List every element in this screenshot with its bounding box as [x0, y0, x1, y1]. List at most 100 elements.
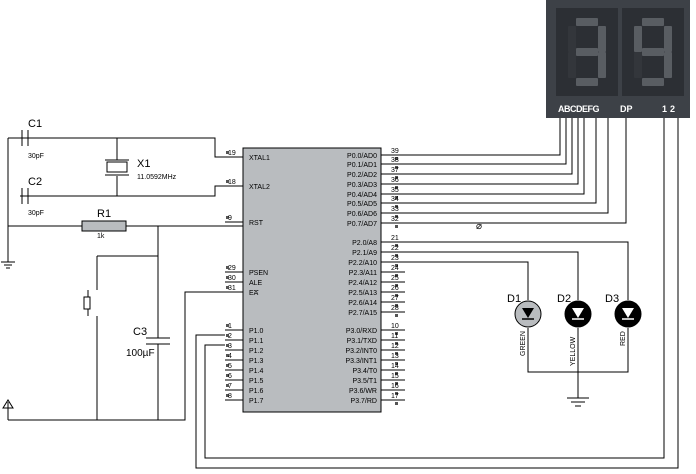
crystal-x1[interactable]: [106, 161, 128, 173]
x1-value: 11.0592MHz: [137, 174, 177, 181]
led-d2[interactable]: [564, 300, 592, 328]
pin-marker: [226, 354, 229, 357]
mcu-pin-number: 15: [391, 373, 399, 380]
mcu-pin-label: P1.6: [249, 388, 264, 395]
mcu-pin-label: P2.0/A8: [352, 240, 377, 247]
mcu-pin-number: 2: [228, 333, 232, 340]
mcu-right-pins: 39P0.0/AD038P0.1/AD137P0.2/AD236P0.3/AD3…: [345, 148, 405, 405]
display-pin-wires: [195, 118, 679, 469]
diode-symbol: [622, 308, 634, 318]
pin-marker: [395, 176, 398, 179]
mcu-pin-number: 7: [228, 383, 232, 390]
pin-marker: [395, 352, 398, 355]
mcu-pin-label: P1.5: [249, 378, 264, 385]
mcu-pin-label: P2.3/A11: [349, 270, 377, 277]
mcu-pin-label: P1.0: [249, 328, 264, 335]
d3-ref: D3: [605, 293, 619, 305]
mcu-pin-label: P1.1: [249, 338, 264, 345]
reset-circuit: [1, 220, 243, 421]
c2-ref: C2: [28, 176, 42, 188]
segment-d: [642, 78, 664, 86]
mcu-pin-number: 34: [391, 196, 399, 203]
mcu-pin-label: XTAL2: [249, 184, 270, 191]
led-d1[interactable]: [514, 300, 542, 328]
mcu-pin-label: P0.4/AD4: [347, 192, 377, 199]
d3-value: RED: [620, 331, 627, 346]
mcu-pin-label: P3.1/TXD: [347, 338, 377, 345]
pin-marker: [226, 344, 229, 347]
reset-button[interactable]: [83, 296, 91, 310]
pin-marker: [226, 394, 229, 397]
pin-marker: [226, 334, 229, 337]
mcu-pin-label: P0.2/AD2: [347, 172, 377, 179]
mcu-pin-number: 26: [391, 285, 399, 292]
display-segment-labels: ABCDEFG: [558, 104, 599, 114]
pin-marker: [395, 225, 398, 228]
pin-marker: [395, 332, 398, 335]
pin-marker: [395, 314, 398, 317]
mcu-pin-number: 22: [391, 245, 399, 252]
display-dp-label: DP: [620, 104, 633, 114]
pin-marker: [226, 286, 229, 289]
mcu-pin-number: 36: [391, 177, 399, 184]
mcu-pin-number: 9: [228, 215, 232, 222]
pin-marker: [395, 196, 398, 199]
mcu-pin-number: 27: [391, 295, 399, 302]
led-d3[interactable]: [614, 300, 642, 328]
pin-marker: [395, 254, 398, 257]
mcu-pin-number: 25: [391, 275, 399, 282]
mcu-pin-label: P2.5/A13: [348, 290, 377, 297]
segment-c: [598, 52, 606, 78]
mcu-pin-label: EA: [249, 290, 259, 297]
segment-b: [598, 26, 606, 52]
mcu-pin-number: 16: [391, 383, 399, 390]
pin-marker: [395, 215, 398, 218]
segment-d: [576, 78, 598, 86]
resistor-r1[interactable]: [81, 220, 127, 232]
pin-marker: [226, 266, 229, 269]
seven-segment-display[interactable]: ABCDEFG DP 12: [546, 0, 690, 118]
mcu-pin-label: P3.2/INT0: [345, 348, 377, 355]
pin-marker: [395, 362, 398, 365]
crystal-circuit: [7, 130, 243, 262]
pin-marker: [395, 392, 398, 395]
mcu-pin-number: 6: [228, 373, 232, 380]
mcu-body[interactable]: [242, 147, 382, 413]
mcu-pin-label: P1.7: [249, 398, 264, 405]
pin-marker: [395, 157, 398, 160]
mcu-pin-label: P1.3: [249, 358, 264, 365]
d2-ref: D2: [557, 293, 571, 305]
mcu-pin-number: 24: [391, 265, 399, 272]
mcu-pin-label: P1.2: [249, 348, 264, 355]
pin-marker: [395, 264, 398, 267]
pin-marker: [226, 276, 229, 279]
mcu-left-pins: 19XTAL118XTAL29RST29PSEN30ALE31EA1P1.02P…: [225, 150, 270, 405]
display-digit-1: [568, 18, 606, 86]
diode-symbol: [522, 308, 534, 318]
mcu-pin-label: P3.7/RD: [351, 398, 377, 405]
mcu-pin-label: P0.0/AD0: [347, 153, 377, 160]
segment-g: [576, 48, 598, 56]
led-group: [514, 300, 642, 328]
mcu-pin-number: 13: [391, 353, 399, 360]
pin-marker: [395, 244, 398, 247]
mcu-pin-number: 18: [228, 179, 236, 186]
mcu-pin-number: 30: [228, 275, 236, 282]
mcu-pin-number: 14: [391, 363, 399, 370]
pin-marker: [226, 216, 229, 219]
mcu-pin-label: P2.2/A10: [348, 260, 377, 267]
mcu-pin-number: 32: [391, 216, 399, 223]
segment-f: [568, 26, 576, 52]
segment-f: [634, 26, 642, 52]
mcu-pin-number: 21: [391, 235, 399, 242]
mcu-pin-label: P3.0/RXD: [346, 328, 377, 335]
mcu-pin-number: 12: [391, 343, 399, 350]
mcu-pin-number: 10: [391, 323, 399, 330]
pin-marker: [395, 402, 398, 405]
mcu-pin-label: P1.4: [249, 368, 264, 375]
mcu-pin-label: P0.6/AD6: [347, 211, 377, 218]
mcu-pin-label: P0.1/AD1: [347, 162, 377, 169]
display-common-labels: 12: [662, 104, 678, 114]
c3-value: 100µF: [126, 348, 155, 359]
